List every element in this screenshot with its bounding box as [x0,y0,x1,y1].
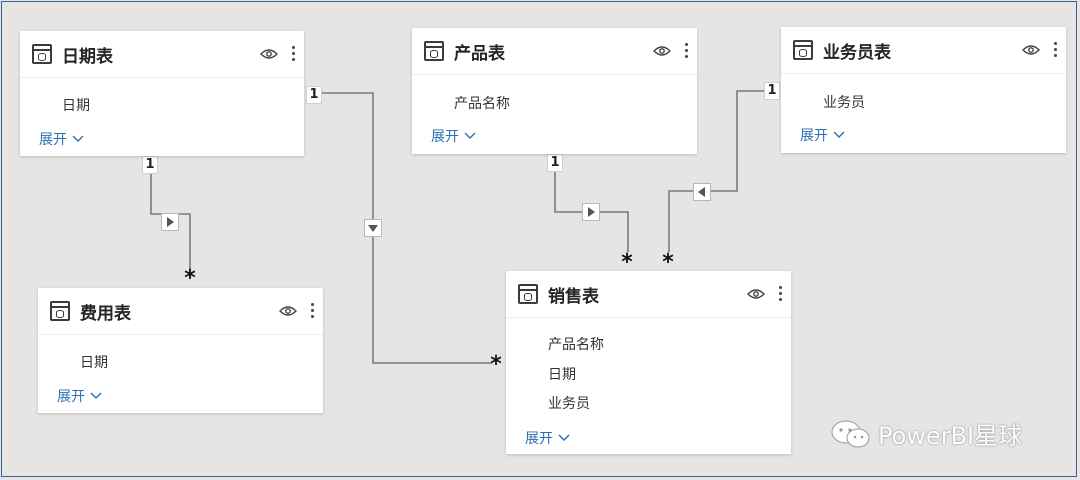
eye-icon[interactable] [260,48,278,60]
table-icon [424,41,444,61]
expand-label: 展开 [431,129,459,145]
expand-label: 展开 [39,132,67,148]
expand-label: 展开 [800,128,828,144]
filter-direction-down-icon[interactable] [364,219,382,237]
chevron-down-icon [558,434,570,441]
expand-button[interactable]: 展开 [431,126,476,146]
more-options-icon[interactable] [290,43,296,65]
field-item[interactable]: 产品名称 [548,337,604,353]
table-card-expense[interactable]: 费用表 日期 展开 [38,288,323,413]
expand-label: 展开 [525,431,553,447]
field-item[interactable]: 日期 [80,355,108,371]
field-item[interactable]: 业务员 [823,95,865,111]
eye-icon[interactable] [279,305,297,317]
field-item[interactable]: 业务员 [548,396,590,412]
table-card-header: 费用表 [38,288,323,335]
relationship-one-label: 1 [142,156,158,174]
expand-label: 展开 [57,389,85,405]
table-icon [518,284,538,304]
eye-icon[interactable] [747,288,765,300]
table-card-product[interactable]: 产品表 产品名称 展开 [412,28,697,154]
table-card-header: 日期表 [20,31,304,78]
eye-icon[interactable] [653,45,671,57]
more-options-icon[interactable] [683,40,689,62]
relationship-one-label: 1 [547,154,563,172]
expand-button[interactable]: 展开 [57,386,102,406]
table-title: 日期表 [62,46,113,67]
table-card-header: 产品表 [412,28,697,75]
expand-button[interactable]: 展开 [525,428,570,448]
table-card-header: 业务员表 [781,27,1066,74]
relationship-many-label: * [184,266,196,291]
field-item[interactable]: 产品名称 [454,96,510,112]
more-options-icon[interactable] [1052,39,1058,61]
chevron-down-icon [464,132,476,139]
table-title: 费用表 [80,303,131,324]
table-title: 产品表 [454,43,505,64]
table-title: 业务员表 [823,42,891,63]
chevron-down-icon [90,392,102,399]
watermark-text: PowerBI星球 [878,422,1023,450]
relationship-one-label: 1 [764,82,780,100]
relationship-many-label: * [662,250,674,275]
watermark: PowerBI星球 [830,416,1022,451]
eye-icon[interactable] [1022,44,1040,56]
relationship-many-label: * [621,250,633,275]
table-icon [793,40,813,60]
relationship-many-label: * [490,352,502,377]
table-icon [50,301,70,321]
chevron-down-icon [833,131,845,138]
filter-direction-left-icon[interactable] [693,183,711,201]
filter-direction-right-icon[interactable] [582,203,600,221]
wechat-icon [831,420,870,447]
table-icon [32,44,52,64]
expand-button[interactable]: 展开 [800,125,845,145]
table-card-sales[interactable]: 销售表 产品名称 日期 业务员 展开 [506,271,791,454]
more-options-icon[interactable] [309,300,315,322]
filter-direction-right-icon[interactable] [161,213,179,231]
relationship-one-label: 1 [306,86,322,104]
expand-button[interactable]: 展开 [39,129,84,149]
more-options-icon[interactable] [777,283,783,305]
field-item[interactable]: 日期 [548,367,576,383]
table-card-header: 销售表 [506,271,791,318]
table-card-salesperson[interactable]: 业务员表 业务员 展开 [781,27,1066,153]
chevron-down-icon [72,135,84,142]
field-item[interactable]: 日期 [62,98,90,114]
table-card-date[interactable]: 日期表 日期 展开 [20,31,304,156]
table-title: 销售表 [548,286,599,307]
